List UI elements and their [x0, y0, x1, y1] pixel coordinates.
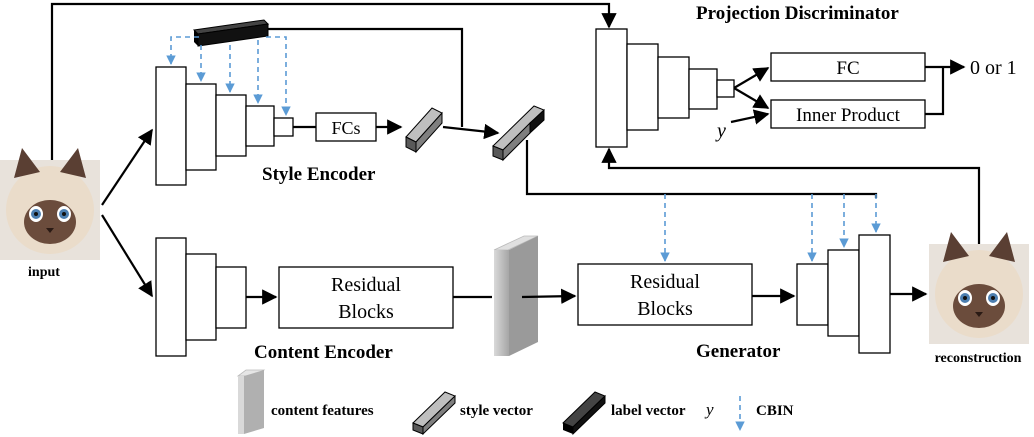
legend: content features style vector label vect… [236, 369, 794, 436]
input-image [0, 148, 100, 260]
style-label-vector-block [492, 105, 545, 162]
inner-product-box [770, 99, 926, 129]
legend-label-vector-icon [562, 391, 606, 436]
legend-cbin-label: CBIN [756, 403, 794, 419]
generator-residual-label-1: Residual [630, 271, 700, 293]
legend-label-vector-label: label vector [611, 403, 686, 419]
generator-upsample-layers [796, 234, 891, 354]
content-feature-to-generator-arrow [521, 288, 577, 304]
to-concat-vector-arrow [442, 123, 500, 140]
reconstruction-to-discriminator-arrow [601, 147, 981, 244]
inner-product-to-output-line [925, 67, 945, 116]
cat-photo-icon [6, 148, 94, 254]
fc-box [770, 52, 926, 82]
cat-photo-icon [935, 232, 1023, 338]
style-encoder-cbin-arrows [166, 36, 291, 116]
discriminator-to-fc-arrow [733, 67, 770, 89]
content-residual-label-1: Residual [331, 274, 401, 296]
fc-label: FC [836, 58, 859, 79]
fcs-label: FCs [331, 118, 360, 138]
inner-product-label: Inner Product [796, 105, 901, 126]
label-vector-block [192, 19, 270, 47]
y-to-inner-product-arrow [730, 109, 770, 125]
output-label: 0 or 1 [970, 57, 1017, 79]
reconstruction-label: reconstruction [935, 351, 1022, 366]
generator-residual-label-2: Blocks [637, 298, 693, 320]
style-encoder-title: Style Encoder [262, 164, 376, 185]
style-encoder [155, 66, 294, 186]
legend-content-features-label: content features [271, 403, 374, 419]
content-encoder-title: Content Encoder [254, 342, 393, 363]
label-vector-line [268, 27, 464, 127]
legend-content-features-icon [236, 369, 266, 434]
legend-style-vector-icon [412, 391, 456, 436]
generator-title: Generator [696, 341, 781, 362]
legend-style-vector-label: style vector [460, 403, 533, 419]
y-symbol: y [715, 120, 726, 142]
content-encoder [155, 237, 247, 357]
discriminator-title: Projection Discriminator [696, 3, 899, 24]
input-to-discriminator-arrow [50, 2, 617, 160]
reconstruction-image [929, 232, 1029, 344]
content-residual-blocks [278, 266, 454, 329]
input-to-style-encoder-arrow [101, 128, 153, 206]
generator-cbin-arrows [660, 194, 881, 262]
discriminator-to-inner-product-arrow [733, 87, 770, 109]
content-residual-label-2: Blocks [338, 301, 394, 323]
input-to-content-encoder-arrow [101, 214, 153, 298]
generator-residual-blocks [577, 263, 753, 326]
discriminator-layers [595, 28, 735, 148]
fcs-box [315, 112, 377, 142]
input-label: input [28, 265, 60, 280]
style-vector-block [405, 107, 443, 154]
legend-label-vector-symbol: y [704, 400, 714, 419]
